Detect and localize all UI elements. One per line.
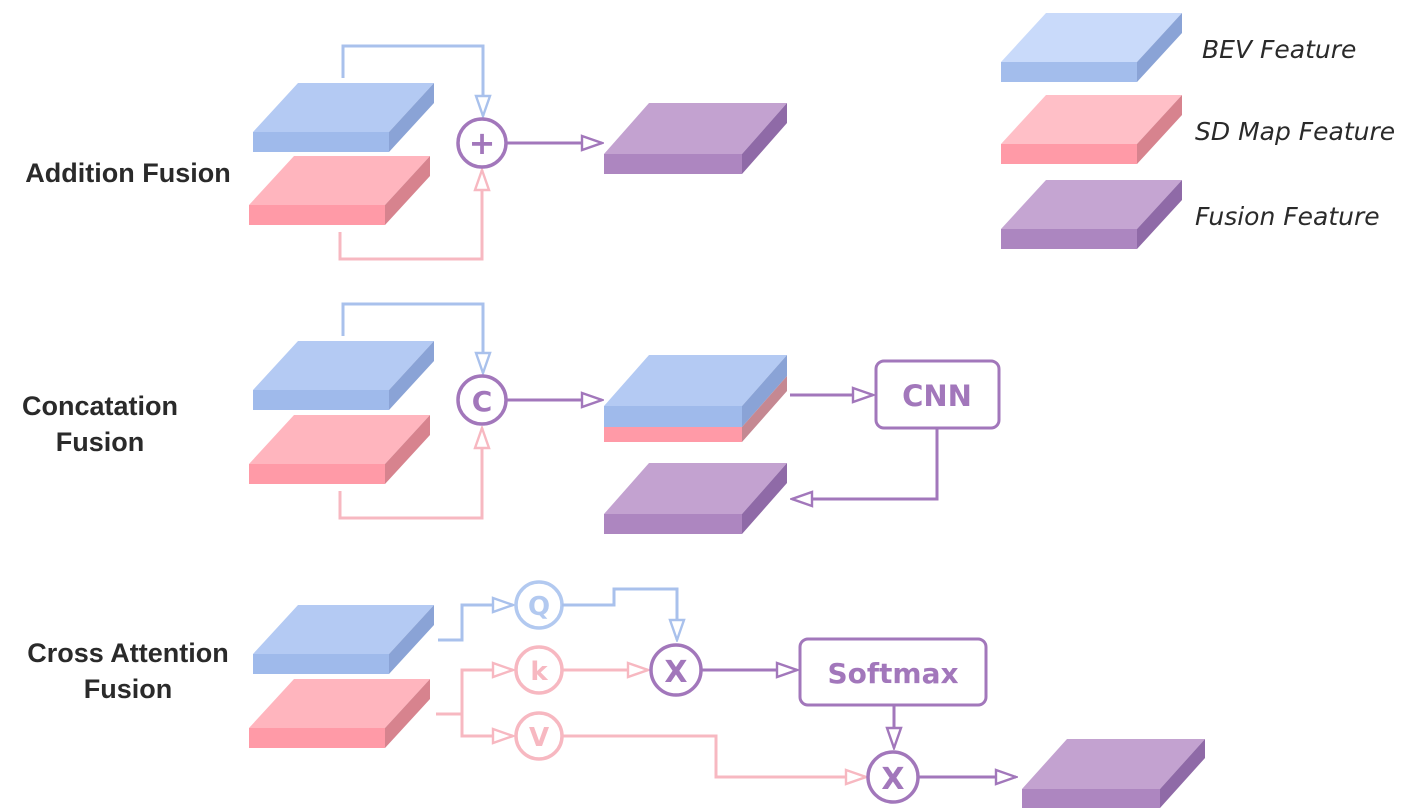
sd-to-v-arrow <box>460 714 513 736</box>
concatenation-bev-arrow <box>341 302 483 373</box>
softmax-label: Softmax <box>827 657 958 690</box>
addition-fusion-title: Addition Fusion <box>25 158 230 188</box>
cross-attention-bev-slab <box>253 605 434 674</box>
concatenation-fusion-section: Concatation Fusion C CNN <box>22 302 1001 534</box>
concatenation-sd-arrow <box>338 428 482 520</box>
addition-plus-symbol: + <box>469 124 496 162</box>
concatenation-sd-slab <box>249 415 430 484</box>
concatenated-feature-slab <box>604 355 787 442</box>
legend-bev-label: BEV Feature <box>1202 35 1356 64</box>
legend: BEV Feature SD Map Feature Fusion Featur… <box>1001 13 1395 249</box>
bev-to-q-arrow <box>438 605 513 642</box>
addition-sd-slab <box>249 156 430 225</box>
cross-attention-sd-slab <box>249 679 430 748</box>
addition-bev-arrow <box>341 44 483 116</box>
concatenation-bev-slab <box>253 341 434 410</box>
concatenation-title-line2: Fusion <box>56 427 145 457</box>
concatenation-title-line1: Concatation <box>22 391 178 421</box>
value-label: V <box>529 723 549 753</box>
addition-fusion-section: Addition Fusion + <box>25 44 787 261</box>
concatenation-c-symbol: C <box>472 385 493 418</box>
cnn-label: CNN <box>902 379 972 413</box>
addition-fusion-slab <box>604 103 787 174</box>
qk-multiply-symbol: X <box>664 655 687 690</box>
v-to-multiply-arrow <box>562 734 866 777</box>
legend-sd-label: SD Map Feature <box>1195 117 1395 146</box>
query-label: Q <box>528 592 550 622</box>
legend-fusion-label: Fusion Feature <box>1195 202 1380 231</box>
legend-sd-slab <box>1001 95 1182 164</box>
q-to-multiply-arrow <box>562 587 677 640</box>
cross-attention-title-line1: Cross Attention <box>27 638 229 668</box>
legend-fusion-slab <box>1001 180 1182 249</box>
cross-attention-fusion-slab <box>1022 739 1205 808</box>
sd-to-k-arrow <box>436 670 513 716</box>
concatenation-fusion-slab <box>604 463 787 534</box>
cross-attention-fusion-section: Cross Attention Fusion Q k V X <box>27 580 1205 808</box>
legend-bev-slab <box>1001 13 1182 82</box>
key-label: k <box>530 657 548 687</box>
attention-v-multiply-symbol: X <box>881 762 904 797</box>
cnn-output-arrow <box>792 428 939 499</box>
cross-attention-title-line2: Fusion <box>84 674 173 704</box>
addition-bev-slab <box>253 83 434 152</box>
addition-sd-arrow <box>338 170 482 261</box>
